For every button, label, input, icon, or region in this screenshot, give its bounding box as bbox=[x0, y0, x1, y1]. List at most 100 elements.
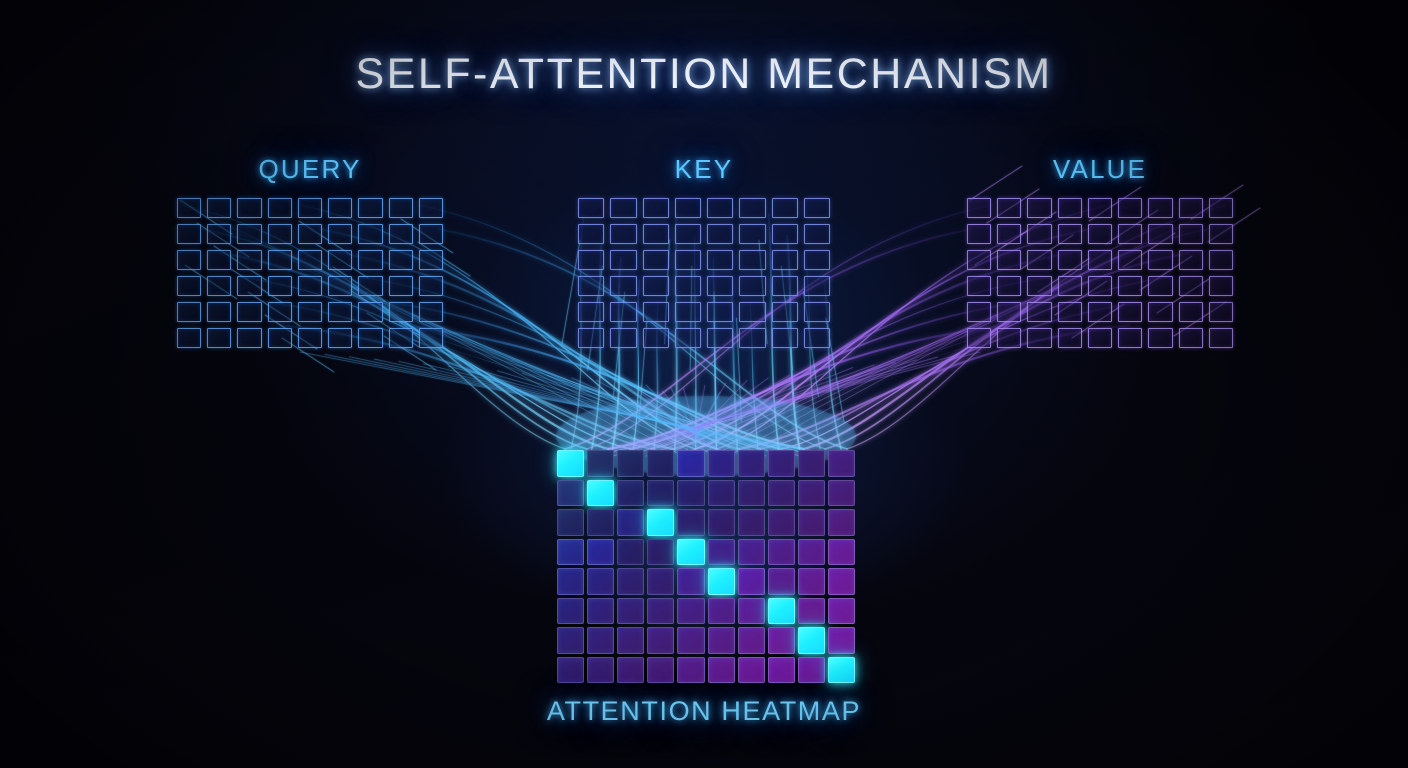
value-cell bbox=[1057, 198, 1082, 218]
heatmap-cell[interactable] bbox=[767, 627, 795, 654]
heatmap-cell[interactable] bbox=[557, 509, 585, 536]
heatmap-cell[interactable] bbox=[737, 656, 765, 683]
query-cell bbox=[267, 198, 292, 218]
heatmap-cell[interactable] bbox=[557, 568, 585, 595]
heatmap-cell[interactable] bbox=[677, 627, 705, 654]
value-matrix[interactable] bbox=[967, 198, 1233, 348]
heatmap-cell[interactable] bbox=[557, 479, 585, 506]
heatmap-cell[interactable] bbox=[737, 538, 765, 565]
heatmap-cell[interactable] bbox=[827, 538, 855, 565]
query-cell bbox=[358, 302, 383, 322]
heatmap-cell[interactable] bbox=[827, 509, 855, 536]
heatmap-cell[interactable] bbox=[737, 509, 765, 536]
key-cell bbox=[803, 224, 830, 244]
heatmap-cell[interactable] bbox=[647, 450, 675, 477]
heatmap-cell[interactable] bbox=[617, 597, 645, 624]
query-cell bbox=[207, 224, 232, 244]
attention-heatmap[interactable] bbox=[557, 450, 855, 683]
heatmap-cell[interactable] bbox=[737, 568, 765, 595]
heatmap-cell[interactable] bbox=[797, 627, 825, 654]
heatmap-cell[interactable] bbox=[587, 450, 615, 477]
heatmap-cell[interactable] bbox=[647, 509, 675, 536]
heatmap-cell[interactable] bbox=[737, 450, 765, 477]
heatmap-cell[interactable] bbox=[647, 538, 675, 565]
heatmap-cell[interactable] bbox=[677, 656, 705, 683]
heatmap-cell[interactable] bbox=[827, 568, 855, 595]
heatmap-cell[interactable] bbox=[587, 479, 615, 506]
heatmap-cell[interactable] bbox=[797, 509, 825, 536]
heatmap-cell[interactable] bbox=[827, 479, 855, 506]
heatmap-cell[interactable] bbox=[647, 656, 675, 683]
heatmap-cell[interactable] bbox=[587, 538, 615, 565]
heatmap-cell[interactable] bbox=[707, 568, 735, 595]
heatmap-cell[interactable] bbox=[767, 568, 795, 595]
heatmap-cell[interactable] bbox=[767, 509, 795, 536]
heatmap-cell[interactable] bbox=[797, 656, 825, 683]
heatmap-cell[interactable] bbox=[677, 568, 705, 595]
heatmap-cell[interactable] bbox=[797, 538, 825, 565]
heatmap-cell[interactable] bbox=[737, 479, 765, 506]
heatmap-cell[interactable] bbox=[587, 509, 615, 536]
key-cell bbox=[739, 198, 766, 218]
heatmap-cell[interactable] bbox=[557, 656, 585, 683]
heatmap-cell[interactable] bbox=[617, 479, 645, 506]
heatmap-cell[interactable] bbox=[827, 656, 855, 683]
heatmap-cell[interactable] bbox=[617, 627, 645, 654]
key-cell bbox=[803, 250, 830, 270]
heatmap-cell[interactable] bbox=[767, 656, 795, 683]
heatmap-cell[interactable] bbox=[797, 479, 825, 506]
heatmap-cell[interactable] bbox=[587, 627, 615, 654]
heatmap-cell[interactable] bbox=[677, 450, 705, 477]
key-cell bbox=[771, 302, 798, 322]
heatmap-cell[interactable] bbox=[767, 450, 795, 477]
heatmap-cell[interactable] bbox=[707, 597, 735, 624]
heatmap-cell[interactable] bbox=[737, 597, 765, 624]
heatmap-cell[interactable] bbox=[647, 568, 675, 595]
heatmap-cell[interactable] bbox=[677, 479, 705, 506]
heatmap-cell[interactable] bbox=[827, 597, 855, 624]
key-cell bbox=[771, 328, 798, 348]
heatmap-cell[interactable] bbox=[617, 450, 645, 477]
heatmap-cell[interactable] bbox=[617, 538, 645, 565]
query-cell bbox=[388, 328, 413, 348]
heatmap-cell[interactable] bbox=[707, 479, 735, 506]
query-matrix[interactable] bbox=[177, 198, 443, 348]
beam-line bbox=[619, 395, 723, 451]
value-cell bbox=[997, 224, 1022, 244]
heatmap-cell[interactable] bbox=[707, 656, 735, 683]
heatmap-cell[interactable] bbox=[647, 479, 675, 506]
heatmap-cell[interactable] bbox=[647, 627, 675, 654]
heatmap-cell[interactable] bbox=[557, 538, 585, 565]
heatmap-cell[interactable] bbox=[827, 450, 855, 477]
heatmap-cell[interactable] bbox=[707, 627, 735, 654]
heatmap-cell[interactable] bbox=[677, 597, 705, 624]
heatmap-cell[interactable] bbox=[647, 597, 675, 624]
heatmap-cell[interactable] bbox=[677, 509, 705, 536]
heatmap-cell[interactable] bbox=[617, 509, 645, 536]
beam-line bbox=[664, 374, 790, 451]
key-matrix[interactable] bbox=[578, 198, 830, 348]
heatmap-cell[interactable] bbox=[557, 627, 585, 654]
heatmap-cell[interactable] bbox=[707, 538, 735, 565]
heatmap-cell[interactable] bbox=[617, 656, 645, 683]
heatmap-cell[interactable] bbox=[797, 450, 825, 477]
heatmap-cell[interactable] bbox=[707, 509, 735, 536]
heatmap-cell[interactable] bbox=[737, 627, 765, 654]
heatmap-cell[interactable] bbox=[797, 568, 825, 595]
heatmap-cell[interactable] bbox=[557, 450, 585, 477]
heatmap-cell[interactable] bbox=[677, 538, 705, 565]
beam-line bbox=[657, 372, 811, 451]
query-cell bbox=[237, 224, 262, 244]
heatmap-cell[interactable] bbox=[587, 568, 615, 595]
heatmap-cell[interactable] bbox=[707, 450, 735, 477]
heatmap-cell[interactable] bbox=[767, 538, 795, 565]
heatmap-cell[interactable] bbox=[617, 568, 645, 595]
heatmap-cell[interactable] bbox=[767, 479, 795, 506]
heatmap-cell[interactable] bbox=[767, 597, 795, 624]
heatmap-cell[interactable] bbox=[557, 597, 585, 624]
heatmap-cell[interactable] bbox=[797, 597, 825, 624]
heatmap-cell[interactable] bbox=[587, 597, 615, 624]
heatmap-cell[interactable] bbox=[587, 656, 615, 683]
heatmap-cell[interactable] bbox=[827, 627, 855, 654]
value-cell bbox=[1178, 328, 1203, 348]
